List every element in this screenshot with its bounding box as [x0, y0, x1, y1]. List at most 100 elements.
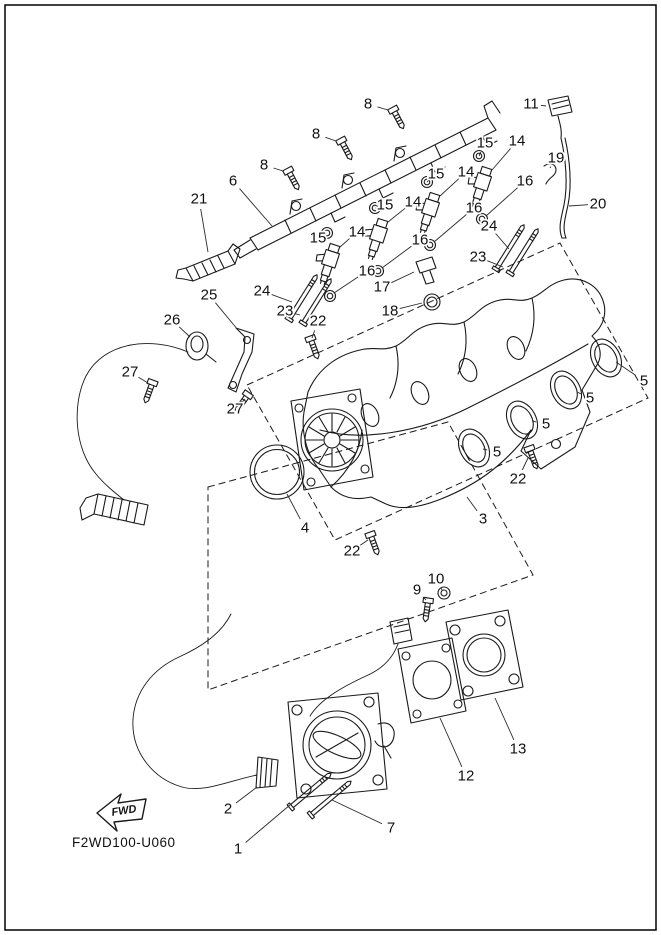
callout-leader-line — [478, 151, 482, 157]
level-gauge-assembly — [543, 95, 573, 239]
part-callout-16[interactable]: 16 — [515, 171, 535, 192]
callout-leader-line — [377, 106, 389, 111]
callout-leader-line — [540, 104, 547, 107]
part-callout-16[interactable]: 16 — [357, 261, 377, 282]
sensor-wire — [76, 343, 189, 501]
temp-sensor — [415, 256, 441, 311]
part-callout-16[interactable]: 16 — [410, 230, 430, 251]
callout-leader-line — [271, 293, 293, 303]
fwd-arrow: FWD — [96, 793, 147, 832]
flange-bolts — [304, 333, 543, 558]
part-callout-4[interactable]: 4 — [299, 518, 311, 539]
part-callout-15[interactable]: 15 — [426, 164, 446, 185]
callout-leader-line — [325, 136, 337, 142]
part-callout-14[interactable]: 14 — [403, 192, 423, 213]
part-callout-16[interactable]: 16 — [464, 198, 484, 219]
callout-leader-line — [138, 376, 149, 384]
part-callout-5[interactable]: 5 — [638, 371, 650, 392]
part-callout-25[interactable]: 25 — [199, 285, 219, 306]
callout-leader-line — [215, 302, 239, 331]
fwd-arrow-shape — [96, 793, 147, 832]
part-callout-3[interactable]: 3 — [477, 509, 489, 530]
part-callout-24[interactable]: 24 — [252, 281, 272, 302]
part-callout-5[interactable]: 5 — [584, 388, 596, 409]
callout-leader-line — [359, 539, 369, 546]
callout-leader-line — [286, 493, 301, 520]
part-callout-1[interactable]: 1 — [232, 839, 244, 860]
callout-leader-line — [568, 204, 589, 207]
callout-leader-line — [440, 587, 443, 591]
callout-leader-line — [549, 166, 552, 169]
part-callout-24[interactable]: 24 — [479, 216, 499, 237]
fuel-injectors — [308, 163, 495, 287]
throttle-body — [287, 692, 395, 799]
callout-leader-line — [235, 786, 258, 804]
part-callout-15[interactable]: 15 — [308, 228, 328, 249]
callout-leader-line — [339, 238, 350, 248]
part-callout-5[interactable]: 5 — [491, 442, 503, 463]
plate-washer — [437, 586, 451, 600]
pressure-sensor — [185, 331, 217, 363]
callout-leader-line — [487, 260, 504, 268]
callout-leader-line — [200, 208, 209, 253]
part-callout-19[interactable]: 19 — [546, 148, 566, 169]
sensor-bracket — [227, 327, 255, 393]
callout-leader-line — [387, 207, 406, 223]
wire-end-fitting — [79, 493, 149, 526]
part-callout-15[interactable]: 15 — [475, 133, 495, 154]
part-callout-14[interactable]: 14 — [456, 162, 476, 183]
part-callout-8[interactable]: 8 — [258, 155, 270, 176]
intake-manifold — [302, 278, 606, 509]
part-callout-27[interactable]: 27 — [120, 362, 140, 383]
throttle-cable — [132, 613, 258, 790]
part-callout-20[interactable]: 20 — [588, 194, 608, 215]
callout-leader-line — [273, 167, 284, 172]
part-callout-7[interactable]: 7 — [385, 818, 397, 839]
part-callout-23[interactable]: 23 — [275, 301, 295, 322]
part-callout-11[interactable]: 11 — [521, 94, 540, 115]
harness-connector — [309, 617, 413, 717]
callout-leader-line — [466, 496, 478, 512]
part-callout-22[interactable]: 22 — [342, 541, 362, 562]
part-callout-12[interactable]: 12 — [456, 766, 476, 787]
part-callout-18[interactable]: 18 — [380, 301, 400, 322]
part-callout-22[interactable]: 22 — [308, 311, 328, 332]
swirl-vanes — [305, 413, 359, 467]
throttle-gasket — [397, 637, 467, 724]
part-callout-8[interactable]: 8 — [310, 124, 322, 145]
page-border — [4, 4, 657, 931]
part-callout-14[interactable]: 14 — [507, 131, 527, 152]
callout-leader-line — [521, 457, 529, 471]
part-callout-8[interactable]: 8 — [362, 94, 374, 115]
part-callout-14[interactable]: 14 — [347, 222, 367, 243]
part-callout-23[interactable]: 23 — [468, 247, 488, 268]
callout-leader-line — [311, 330, 316, 339]
part-callout-5[interactable]: 5 — [540, 414, 552, 435]
part-callout-2[interactable]: 2 — [222, 799, 234, 820]
part-callout-21[interactable]: 21 — [189, 189, 209, 210]
callout-leader-line — [576, 391, 582, 395]
part-callout-17[interactable]: 17 — [372, 277, 392, 298]
part-callout-27[interactable]: 27 — [225, 399, 245, 420]
callout-leader-line — [423, 597, 427, 601]
callout-leader-line — [494, 697, 515, 741]
part-callout-15[interactable]: 15 — [375, 195, 395, 216]
fwd-arrow-label: FWD — [111, 803, 138, 819]
plate-bolt — [419, 596, 435, 624]
callout-leader-line — [531, 420, 537, 423]
callout-leader-line — [381, 245, 413, 269]
diagram-code: F2WD100-U060 — [72, 835, 176, 850]
part-callout-26[interactable]: 26 — [162, 310, 182, 331]
part-callout-10[interactable]: 10 — [426, 569, 446, 590]
part-callout-22[interactable]: 22 — [508, 469, 528, 490]
part-callout-6[interactable]: 6 — [227, 171, 239, 192]
callout-leader-line — [399, 302, 423, 310]
callout-leader-line — [615, 361, 636, 376]
callout-leader-line — [245, 798, 298, 843]
callout-leader-line — [241, 398, 246, 403]
part-callout-13[interactable]: 13 — [508, 739, 528, 760]
part-callout-9[interactable]: 9 — [411, 580, 423, 601]
throttle-connector — [255, 756, 279, 789]
